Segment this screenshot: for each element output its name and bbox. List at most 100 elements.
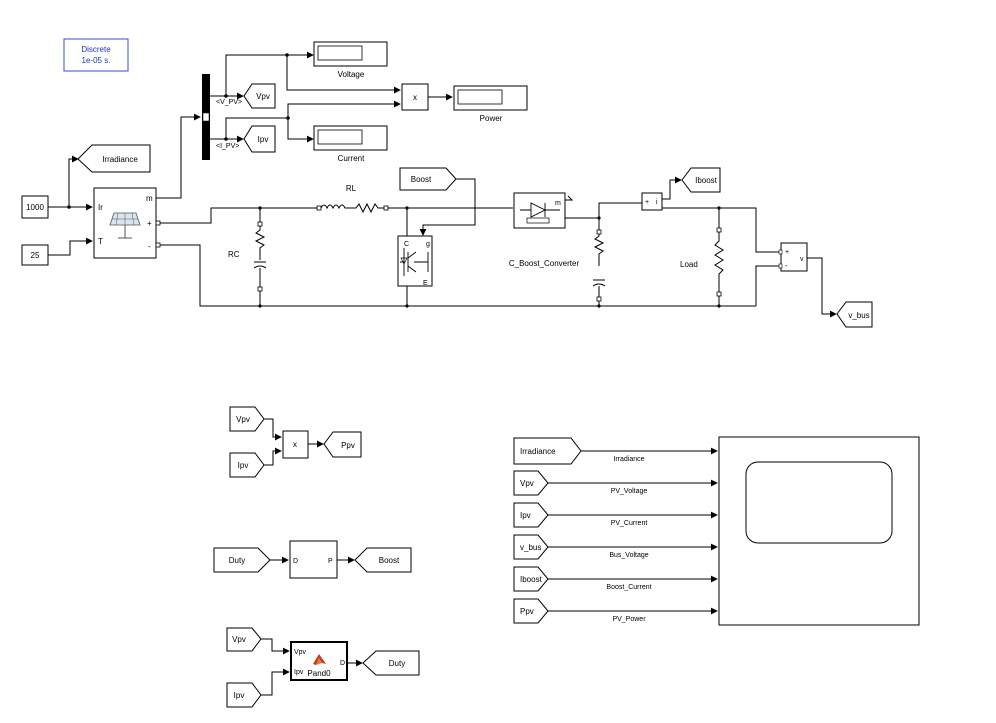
- goto-iboost-label: Iboost: [695, 176, 718, 185]
- goto-ipv-tag[interactable]: Ipv: [243, 125, 276, 153]
- bus-selector-block[interactable]: [202, 74, 210, 160]
- constant-irradiance-value: 1000: [26, 203, 44, 212]
- goto-boost-label: Boost: [379, 556, 400, 565]
- current-display-block[interactable]: Current: [313, 125, 388, 163]
- from-ipv-mppt-label: Ipv: [234, 691, 245, 700]
- mppt-name: Pand0: [307, 669, 331, 678]
- pwm-port-p: P: [328, 558, 333, 565]
- load-label: Load: [680, 260, 698, 269]
- scope-from-vpv-label: Vpv: [520, 479, 534, 488]
- from-ipv-power-label: Ipv: [238, 461, 249, 470]
- mppt-port-d: D: [340, 660, 345, 667]
- scope-signal-name: Irradiance: [613, 456, 644, 463]
- from-ipv-tag-power[interactable]: Ipv: [229, 452, 265, 478]
- goto-irradiance-tag[interactable]: Irradiance: [77, 144, 151, 173]
- solver-label-line2: 1e-05 s.: [82, 56, 111, 65]
- goto-iboost-tag[interactable]: Iboost: [681, 167, 721, 193]
- from-boost-tag[interactable]: Boost: [399, 167, 457, 191]
- goto-boost-tag[interactable]: Boost: [354, 547, 412, 573]
- scope-from-ppv-tag[interactable]: Ppv: [513, 598, 549, 624]
- rl-inductor-resistor[interactable]: [316, 202, 389, 214]
- constant-temperature-value: 25: [31, 251, 40, 260]
- from-vpv-power-label: Vpv: [236, 415, 250, 424]
- scope-signal-name: Bus_Voltage: [609, 552, 648, 559]
- scope-signal-name: PV_Current: [611, 520, 648, 527]
- goto-duty-label: Duty: [389, 659, 405, 668]
- igbt-switch-block[interactable]: C g E: [397, 235, 433, 287]
- goto-ppv-tag[interactable]: Ppv: [323, 431, 362, 458]
- power-display-block[interactable]: Power: [453, 85, 528, 123]
- powergui-block[interactable]: Discrete 1e-05 s.: [63, 38, 129, 72]
- goto-vbus-label: v_bus: [848, 311, 869, 320]
- vm-port-minus: -: [785, 263, 788, 270]
- from-vpv-mppt-label: Vpv: [232, 635, 246, 644]
- voltage-measurement-block[interactable]: + - v: [780, 242, 808, 272]
- scope-from-iboost-label: Iboost: [520, 575, 543, 584]
- goto-ppv-label: Ppv: [341, 441, 355, 450]
- igbt-port-g: g: [426, 241, 430, 248]
- pv-port-m: m: [146, 194, 153, 203]
- scope-from-ipv-label: Ipv: [520, 511, 531, 520]
- from-duty-pwm-label: Duty: [229, 556, 245, 565]
- igbt-port-e: E: [423, 280, 428, 287]
- voltage-display-block[interactable]: Voltage: [313, 41, 388, 79]
- cm-port-plus: +: [645, 199, 649, 206]
- solver-label-line1: Discrete: [81, 45, 111, 54]
- current-measurement-block[interactable]: + i: [641, 192, 663, 211]
- goto-irradiance-label: Irradiance: [102, 155, 138, 164]
- constant-temperature-block[interactable]: 25: [21, 244, 49, 266]
- scope-from-vbus-label: v_bus: [520, 543, 541, 552]
- pv-port-plus: +: [147, 219, 152, 228]
- scope-signal-name: PV_Voltage: [611, 488, 648, 495]
- vm-port-v: v: [800, 256, 804, 263]
- product-symbol: x: [413, 93, 417, 102]
- mppt-function-block[interactable]: Vpv Ipv D Pand0: [290, 641, 348, 681]
- c-boost-label: C_Boost_Converter: [509, 259, 580, 268]
- from-duty-tag-pwm[interactable]: Duty: [213, 547, 271, 573]
- product-ppv-block[interactable]: x: [282, 430, 309, 459]
- pwm-generator-block[interactable]: D P: [289, 540, 338, 579]
- goto-duty-tag[interactable]: Duty: [362, 650, 420, 676]
- scope-signal-name: PV_Power: [612, 616, 646, 623]
- voltage-display-label: Voltage: [338, 70, 365, 79]
- pv-port-ir: Ir: [98, 203, 103, 212]
- scope-from-vpv-tag[interactable]: Vpv: [513, 470, 549, 496]
- product-block[interactable]: x: [401, 83, 429, 111]
- goto-vpv-label: Vpv: [256, 92, 270, 101]
- pwm-port-d: D: [293, 558, 298, 565]
- scope-from-vbus-tag[interactable]: v_bus: [513, 534, 549, 560]
- c-boost-branch[interactable]: [592, 229, 606, 302]
- matlab-logo-icon: [313, 654, 326, 665]
- scope-from-iboost-tag[interactable]: Iboost: [513, 566, 549, 592]
- pv-port-t: T: [98, 237, 103, 246]
- scope-from-ipv-tag[interactable]: Ipv: [513, 502, 549, 528]
- scope-from-irradiance-tag[interactable]: Irradiance: [513, 437, 582, 465]
- cm-port-i: i: [656, 199, 658, 206]
- pv-array-block[interactable]: Ir T m + -: [93, 187, 157, 259]
- goto-vbus-tag[interactable]: v_bus: [836, 301, 873, 328]
- solar-panel-icon: [109, 212, 141, 239]
- product-ppv-symbol: x: [293, 440, 297, 449]
- rc-branch[interactable]: [253, 221, 267, 292]
- pv-port-minus: -: [148, 242, 151, 251]
- scope-block[interactable]: [718, 436, 920, 626]
- from-vpv-tag-mppt[interactable]: Vpv: [226, 627, 262, 652]
- from-boost-label: Boost: [411, 175, 432, 184]
- from-vpv-tag-power[interactable]: Vpv: [229, 406, 265, 432]
- load-resistor[interactable]: [714, 227, 724, 297]
- rc-label: RC: [228, 250, 240, 259]
- igbt-port-c: C: [404, 241, 409, 248]
- goto-ipv-label: Ipv: [258, 135, 269, 144]
- current-display-label: Current: [338, 154, 365, 163]
- rl-label: RL: [346, 184, 357, 193]
- bus-signal-vpv: <V_PV>: [216, 99, 242, 106]
- mppt-port-ipv: Ipv: [294, 669, 304, 676]
- diode-block[interactable]: m: [513, 192, 566, 229]
- from-ipv-tag-mppt[interactable]: Ipv: [226, 682, 262, 708]
- constant-irradiance-block[interactable]: 1000: [21, 195, 49, 219]
- scope-signal-name: Boost_Current: [606, 584, 651, 591]
- diode-port-m: m: [555, 200, 561, 207]
- scope-input-list: IrradianceIrradianceVpvPV_VoltageIpvPV_C…: [513, 437, 718, 624]
- goto-vpv-tag[interactable]: Vpv: [243, 83, 276, 109]
